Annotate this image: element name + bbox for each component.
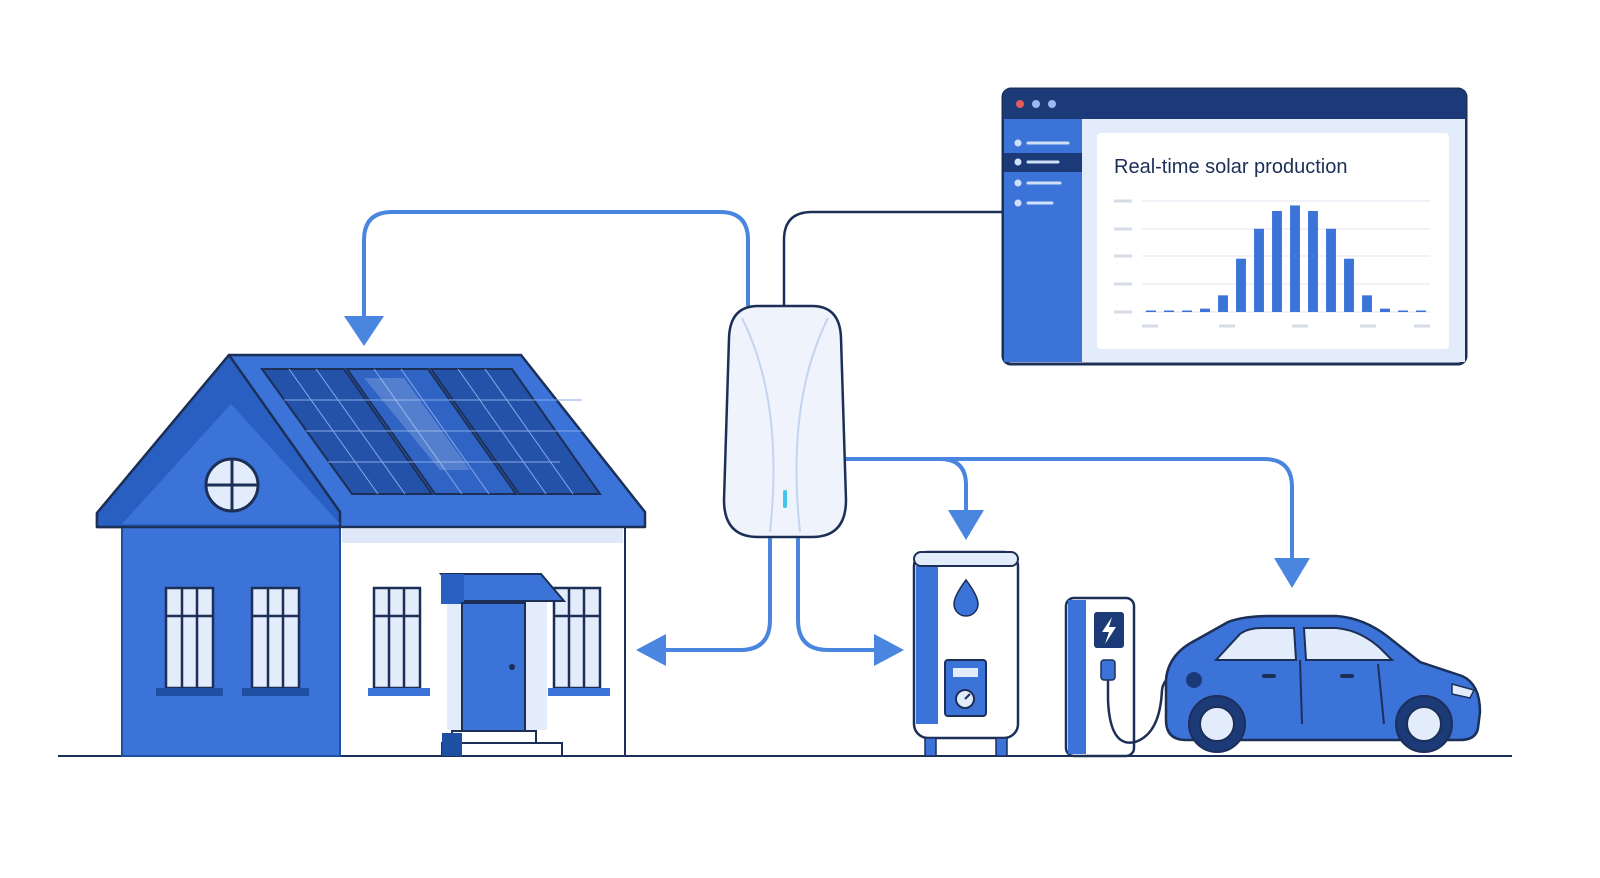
chart-bar	[1182, 310, 1192, 312]
door-step-shade	[442, 733, 462, 756]
door-awning-front	[441, 574, 464, 604]
chart-bar	[1272, 210, 1282, 312]
ev-charger	[1064, 596, 1190, 758]
car-window	[1302, 627, 1395, 661]
water-heater-leg	[924, 737, 937, 757]
water-heater-side-shade	[916, 566, 938, 724]
chart-bar	[1290, 205, 1300, 312]
dashboard-window: Real-time solar production	[1001, 87, 1468, 366]
sidebar-item-dot[interactable]	[1014, 179, 1022, 187]
sidebar-item-dot[interactable]	[1014, 158, 1022, 166]
flow-to-water-heater-arrow	[796, 536, 878, 652]
temperature-dial-needle	[964, 693, 971, 700]
car-door-line	[1299, 659, 1303, 725]
window-minimize-dot[interactable]	[1032, 100, 1040, 108]
house-window	[156, 586, 223, 696]
flow-to-water-heater-top	[938, 457, 968, 514]
chart-bar	[1164, 310, 1174, 312]
flow-to-roof-arrowhead	[344, 316, 384, 346]
dashboard-titlebar	[1003, 89, 1466, 119]
solar-panel-array	[260, 368, 602, 495]
sidebar-item-dot[interactable]	[1014, 139, 1022, 147]
flow-right-branch	[844, 457, 1294, 562]
chart-bars	[1146, 205, 1426, 312]
sidebar-item-dot[interactable]	[1014, 199, 1022, 207]
window-close-dot[interactable]	[1016, 100, 1024, 108]
solar-panel-glare	[364, 378, 470, 470]
chart-bar	[1362, 295, 1372, 312]
energy-manager-status-led	[783, 490, 787, 508]
house-window	[242, 586, 309, 696]
energy-manager-device	[722, 304, 848, 539]
data-link-line	[782, 210, 1004, 305]
chart-bar	[1254, 228, 1264, 312]
car-door-handle	[1340, 674, 1354, 678]
chart-bar	[1200, 308, 1210, 312]
chart-title: Real-time solar production	[1114, 156, 1347, 178]
car-door-line	[1377, 663, 1385, 725]
chart-bar	[1416, 310, 1426, 312]
water-heater	[912, 550, 1020, 757]
door-knob	[509, 664, 515, 670]
flow-to-water-heater-arrowhead	[874, 634, 904, 666]
sidebar-menu	[1014, 139, 1070, 207]
energy-manager-curve	[795, 317, 829, 533]
house-window	[368, 586, 430, 696]
chart-bar	[1146, 310, 1156, 312]
chart-bar	[1308, 210, 1318, 312]
car-charge-port	[1186, 672, 1202, 688]
house-wing-shade	[342, 529, 623, 543]
house-window	[548, 586, 610, 696]
electric-car-icon	[1164, 614, 1482, 753]
energy-manager-body[interactable]	[722, 304, 848, 539]
water-drop-icon	[953, 578, 979, 617]
chart-bar	[1236, 258, 1246, 312]
charging-plug-holster[interactable]	[1100, 659, 1116, 681]
chart-bar	[1380, 308, 1390, 312]
house-door[interactable]	[461, 602, 526, 732]
car-window	[1213, 627, 1298, 661]
chart-bar	[1398, 310, 1408, 312]
lightning-bolt-icon	[1102, 617, 1116, 644]
car-door-handle	[1262, 674, 1276, 678]
energy-manager-curve	[741, 317, 775, 533]
water-heater-top	[913, 551, 1019, 567]
house	[95, 353, 647, 757]
chart-bar	[1344, 258, 1354, 312]
car-wheel-hub	[1406, 706, 1442, 742]
flow-to-car-arrowhead	[1274, 558, 1310, 588]
energy-flow-lines	[344, 210, 1310, 666]
flow-to-water-heater-top-arrowhead	[948, 510, 984, 540]
flow-to-house-arrowhead	[636, 634, 666, 666]
ev-charger-side-shade	[1068, 600, 1086, 754]
door-step	[451, 730, 537, 744]
chart-bar	[1326, 228, 1336, 312]
solar-panel-grid	[284, 368, 583, 495]
car-wheel-hub	[1199, 706, 1235, 742]
water-heater-display	[953, 668, 978, 677]
flow-to-roof-arrow	[362, 210, 750, 320]
flow-to-house-arrow	[662, 536, 772, 652]
water-heater-leg	[995, 737, 1008, 757]
window-maximize-dot[interactable]	[1048, 100, 1056, 108]
chart-bar	[1218, 295, 1228, 312]
car-headlight	[1451, 683, 1476, 699]
